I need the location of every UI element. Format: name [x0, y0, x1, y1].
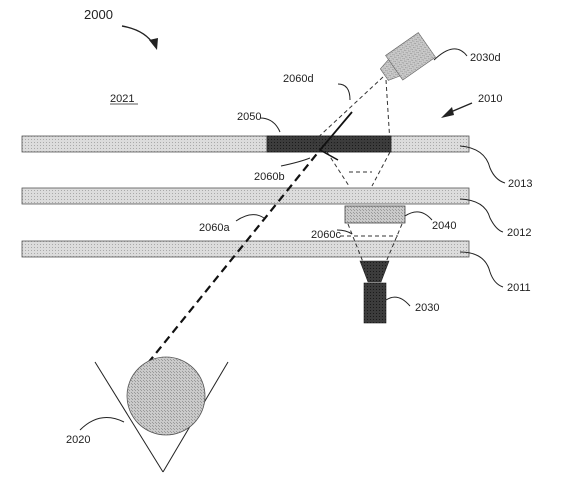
leader-path-a: [235, 214, 265, 222]
assembly-arrowhead: [441, 107, 454, 118]
leader-lines: [79, 48, 506, 431]
upper-sensor-view-cone: [311, 76, 391, 187]
leader-upper-sensor: [433, 48, 468, 61]
lower-sensor-view-cone: [340, 223, 403, 263]
figure-number: 2000: [84, 7, 113, 22]
sight-line-reflection: [319, 149, 339, 161]
leader-path-c: [336, 229, 353, 235]
label-path-c: 2060c: [311, 229, 341, 241]
assembly-label: 2010: [478, 93, 502, 105]
leader-eye: [79, 417, 125, 431]
panel-bottom: [21, 240, 470, 258]
region-label: 2021: [110, 93, 134, 105]
sight-line-upper: [319, 111, 353, 151]
leader-path-b: [280, 157, 311, 167]
label-lower-sensor: 2030: [415, 302, 439, 314]
label-dark-region: 2050: [237, 111, 261, 123]
dark-region: [266, 135, 392, 153]
label-path-a: 2060a: [199, 222, 230, 234]
panel-middle: [21, 187, 470, 205]
lower-sensor-lens: [359, 260, 390, 283]
panel-top: [21, 135, 470, 153]
label-panel-bottom: 2011: [507, 282, 531, 294]
lens-element: [344, 205, 406, 224]
sight-line: [147, 149, 321, 364]
leader-lower-sensor: [385, 296, 411, 307]
figure-number-arrowhead: [149, 38, 158, 50]
leader-dark-region: [259, 117, 281, 133]
label-lens-element: 2040: [432, 220, 456, 232]
label-path-b: 2060b: [254, 171, 285, 183]
leader-lens: [404, 211, 433, 221]
eye: [126, 356, 206, 436]
lower-sensor-body: [363, 282, 387, 324]
label-upper-sensor: 2030d: [470, 52, 501, 64]
label-path-d: 2060d: [283, 73, 314, 85]
label-eye: 2020: [66, 434, 90, 446]
leader-path-d: [337, 83, 351, 101]
leader-panel-bottom: [459, 251, 504, 288]
leader-panel-top: [459, 145, 506, 184]
upper-sensor: [379, 32, 436, 81]
label-panel-top: 2013: [508, 178, 532, 190]
leader-panel-middle: [459, 198, 504, 233]
label-panel-middle: 2012: [507, 227, 531, 239]
figure-number-arrow: [121, 25, 155, 46]
eye-holder-left: [94, 361, 164, 473]
